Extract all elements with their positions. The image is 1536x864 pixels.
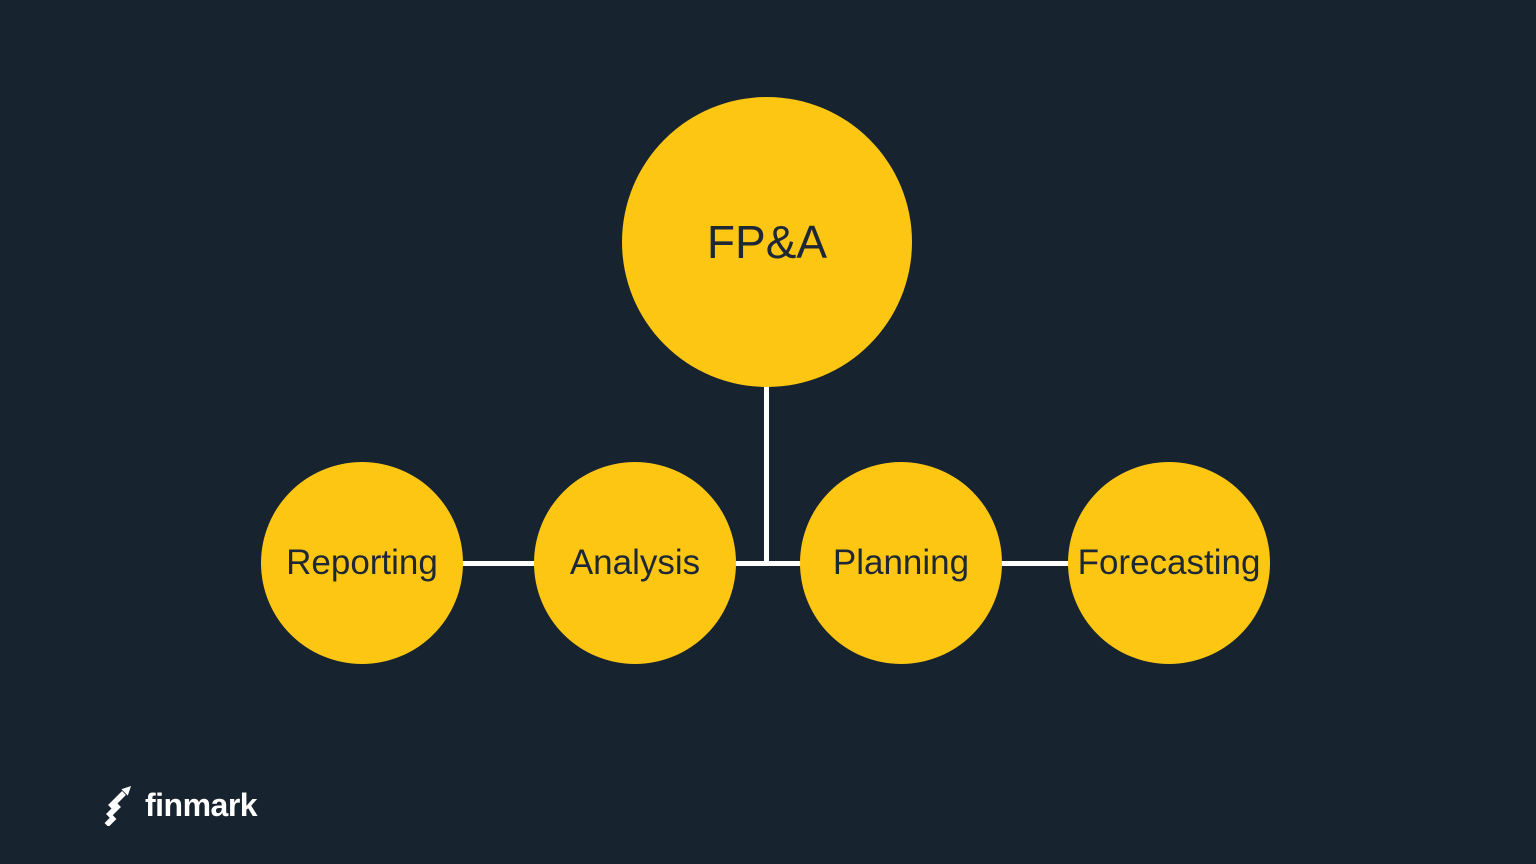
node-reporting: Reporting xyxy=(261,462,463,664)
node-fpa: FP&A xyxy=(622,97,912,387)
node-forecasting-label: Forecasting xyxy=(1077,543,1261,582)
finmark-logo-text: finmark xyxy=(145,787,258,823)
node-fpa-label: FP&A xyxy=(706,216,828,268)
trending-arrow-icon xyxy=(104,784,134,826)
finmark-logo: finmark xyxy=(104,784,258,826)
node-analysis: Analysis xyxy=(534,462,736,664)
node-analysis-label: Analysis xyxy=(569,543,701,582)
connector-root-to-children xyxy=(764,242,769,566)
connector-children-row xyxy=(362,561,1169,566)
node-reporting-label: Reporting xyxy=(286,543,438,582)
node-planning-label: Planning xyxy=(832,543,970,582)
node-forecasting: Forecasting xyxy=(1068,462,1270,664)
node-planning: Planning xyxy=(800,462,1002,664)
